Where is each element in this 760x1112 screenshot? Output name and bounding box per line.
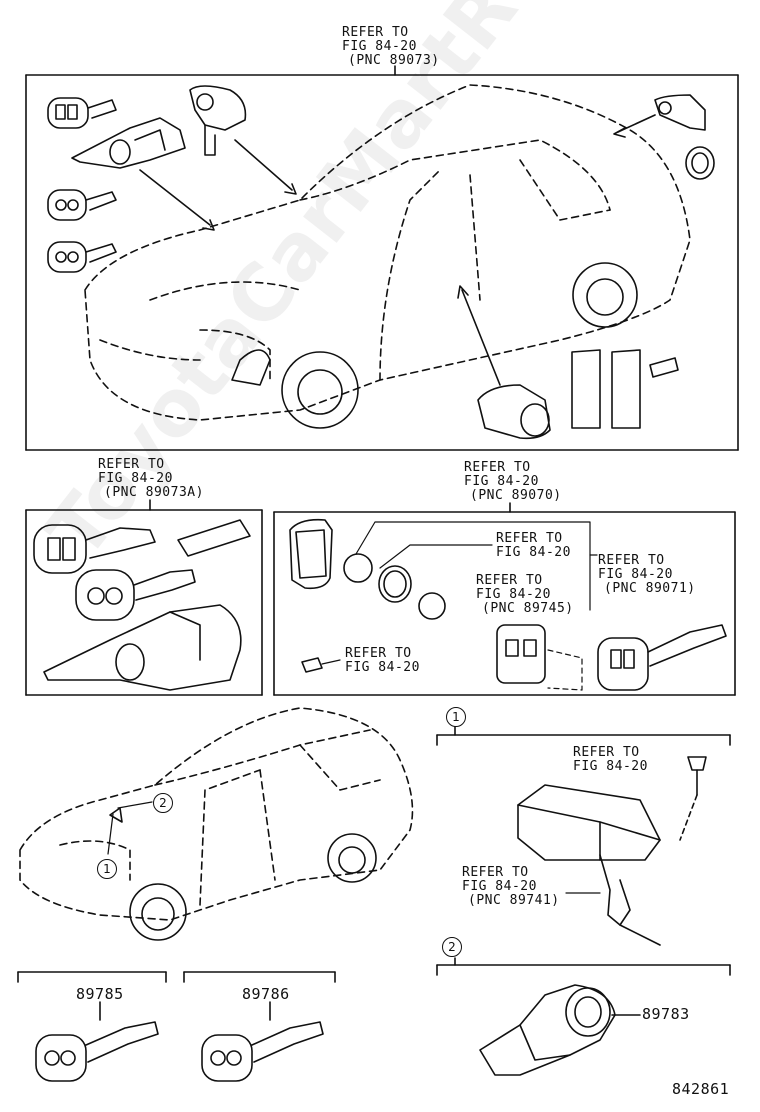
top-door-lock [189, 85, 247, 156]
top-transponders [571, 349, 679, 429]
detail-2-cylinder [479, 984, 641, 1076]
top-ref-line3: (PNC 89073) [348, 53, 440, 68]
mid-left-ignition [43, 604, 242, 691]
sedan-top-wheels [231, 262, 638, 429]
mid-right-panel-frame [273, 502, 736, 696]
top-door-cylinder [477, 384, 551, 440]
key-box-left-frame [17, 971, 167, 1021]
detail-1-computer [517, 756, 707, 946]
sedan-bottom-view [19, 707, 414, 921]
mid-right-ref-line3: (PNC 89070) [470, 488, 562, 503]
top-panel-frame [25, 65, 739, 451]
detail-1-frame [436, 725, 731, 746]
top-arrows [139, 114, 656, 386]
mid-right-parts [289, 518, 727, 691]
mid-right-ref-line2: FIG 84-20 [464, 474, 539, 489]
detail-1-ref-b-line1: REFER TO [462, 865, 529, 880]
mid-left-panel-frame [25, 499, 263, 696]
mid-left-ref-line3: (PNC 89073A) [104, 485, 204, 500]
part-number-89786: 89786 [242, 985, 290, 1003]
mid-left-keys [33, 519, 251, 621]
mid-right-ref-line1: REFER TO [464, 460, 531, 475]
key-box-right-frame [183, 971, 336, 1021]
key-89785 [35, 1021, 159, 1082]
mid-right-ref-c-line1: REFER TO [598, 553, 665, 568]
callout-2-detail: 2 [442, 937, 462, 957]
sedan-top-view [84, 84, 691, 421]
part-number-89783: 89783 [642, 1005, 690, 1023]
mid-right-ref-c-line3: (PNC 89071) [604, 581, 696, 596]
mid-right-leaders [321, 521, 598, 691]
mid-right-ref-d-line2: FIG 84-20 [345, 660, 420, 675]
top-ref-line2: FIG 84-20 [342, 39, 417, 54]
key-89786 [201, 1021, 324, 1082]
mid-right-ref-a-line1: REFER TO [496, 531, 563, 546]
detail-1-ref-b-line3: (PNC 89741) [468, 893, 560, 908]
top-ref-line1: REFER TO [342, 25, 409, 40]
callout-1-car: 1 [97, 859, 117, 879]
detail-1-ref-a-line2: FIG 84-20 [573, 759, 648, 774]
sedan-bottom-wheels [109, 807, 377, 941]
top-left-keys [47, 97, 117, 273]
mid-right-ref-b-line2: FIG 84-20 [476, 587, 551, 602]
detail-1-ref-b-line2: FIG 84-20 [462, 879, 537, 894]
top-trunk-lock [654, 94, 715, 180]
mid-left-ref-line1: REFER TO [98, 457, 165, 472]
mid-right-ref-d-line1: REFER TO [345, 646, 412, 661]
figure-number: 842861 [672, 1080, 730, 1098]
mid-right-ref-b-line3: (PNC 89745) [482, 601, 574, 616]
mid-left-ref-line2: FIG 84-20 [98, 471, 173, 486]
detail-2-frame [436, 957, 731, 976]
callout-2-car: 2 [153, 793, 173, 813]
callout-1-detail: 1 [446, 707, 466, 727]
mid-right-ref-c-line2: FIG 84-20 [598, 567, 673, 582]
sedan-bottom-leaders [107, 801, 153, 855]
detail-1-ref-a-line1: REFER TO [573, 745, 640, 760]
top-ignition-cylinder [71, 117, 186, 169]
mid-right-ref-a-line2: FIG 84-20 [496, 545, 571, 560]
part-number-89785: 89785 [76, 985, 124, 1003]
mid-right-ref-b-line1: REFER TO [476, 573, 543, 588]
